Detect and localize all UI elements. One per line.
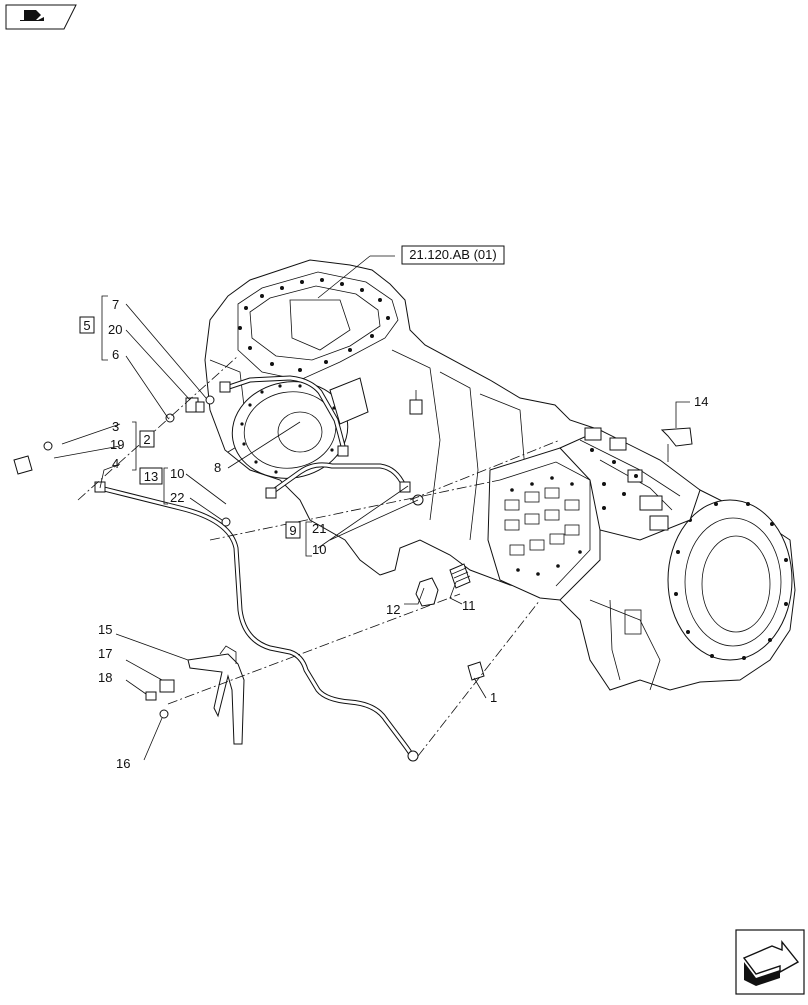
reference-label[interactable]: 21.120.AB (01) [401,245,505,265]
callout-14: 14 [694,394,708,409]
callout-8: 8 [214,460,221,475]
callout-4: 4 [112,456,119,471]
kit-box-2: 2 [139,430,155,448]
bolt-18 [145,691,157,701]
transmission-housing [204,259,796,691]
callout-10b: 10 [312,542,326,557]
pipe-8 [219,375,349,457]
fitting-7 [185,395,215,413]
fitting-3 [43,441,53,451]
kit-box-9: 9 [285,521,301,539]
leader-lines [53,255,690,761]
fitting-11 [449,563,471,589]
nut-12 [415,577,439,607]
long-hydraulic-pipe [94,481,419,762]
washer-6 [165,413,175,423]
washer-22 [221,517,231,527]
pipe-10 [265,462,424,506]
fitting-left [13,455,33,475]
callout-7: 7 [112,297,119,312]
callout-10a: 10 [170,466,184,481]
callout-6: 6 [112,347,119,362]
callout-12: 12 [386,602,400,617]
callout-numbers: 7 20 6 3 19 4 10 22 8 21 10 12 11 1 14 1… [98,297,708,771]
svg-text:5: 5 [83,318,90,333]
clip-17 [159,679,175,693]
callout-11: 11 [462,598,476,613]
next-page-arrow-icon[interactable] [735,929,805,995]
svg-text:13: 13 [144,469,158,484]
callout-19: 19 [110,437,124,452]
plug-1 [467,661,485,681]
callout-17: 17 [98,646,112,661]
kit-brackets [101,295,312,557]
bolt-16 [159,709,169,719]
callout-16: 16 [116,756,130,771]
callout-1: 1 [490,690,497,705]
callout-22: 22 [170,490,184,505]
bracket-15 [187,645,245,745]
bracket-14 [660,427,693,462]
kit-box-13: 13 [139,467,163,485]
assembly-center-lines [77,355,561,757]
svg-text:2: 2 [143,432,150,447]
kit-box-5: 5 [79,316,95,334]
callout-3: 3 [112,419,119,434]
callout-20: 20 [108,322,122,337]
svg-text:21.120.AB (01): 21.120.AB (01) [409,247,496,262]
callout-15: 15 [98,622,112,637]
callout-21: 21 [312,521,326,536]
callout-18: 18 [98,670,112,685]
page-navigation-icon[interactable] [5,4,77,30]
svg-text:9: 9 [289,523,296,538]
